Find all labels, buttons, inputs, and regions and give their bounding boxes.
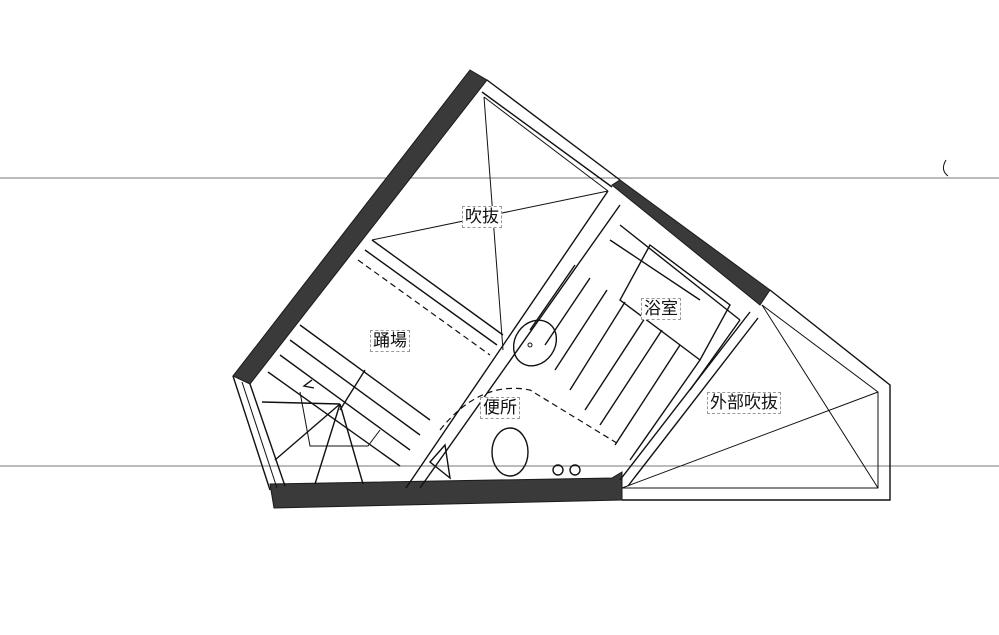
room-label-landing: 踊場 xyxy=(370,330,410,352)
partition-wall-a xyxy=(405,190,609,489)
bathroom-floor-slats xyxy=(529,224,759,487)
window-wall-inner xyxy=(481,91,613,188)
wall-northwest xyxy=(232,69,488,385)
stair-arrow-icon xyxy=(302,379,315,389)
room-label-bathroom: 浴室 xyxy=(641,298,681,320)
wall-south xyxy=(269,471,623,509)
room-label-void: 吹抜 xyxy=(462,206,502,228)
fixture-circle-1 xyxy=(552,464,564,476)
exterior-void-outline xyxy=(622,289,891,501)
bathtub xyxy=(619,243,731,362)
toilet-bowl xyxy=(491,427,529,477)
wall-northeast xyxy=(611,179,771,306)
washbasin xyxy=(512,319,558,367)
toilet-ceiling-dashed xyxy=(439,387,621,446)
staircase xyxy=(261,324,431,485)
window-wall-outer xyxy=(486,79,621,181)
fixture-circle-2 xyxy=(569,464,581,476)
room-label-toilet: 便所 xyxy=(480,397,520,419)
room-label-exterior-void: 外部吹抜 xyxy=(707,392,781,414)
window-wall-west-outer xyxy=(232,375,271,491)
hand-sink xyxy=(428,443,451,480)
stray-mark xyxy=(942,159,949,177)
